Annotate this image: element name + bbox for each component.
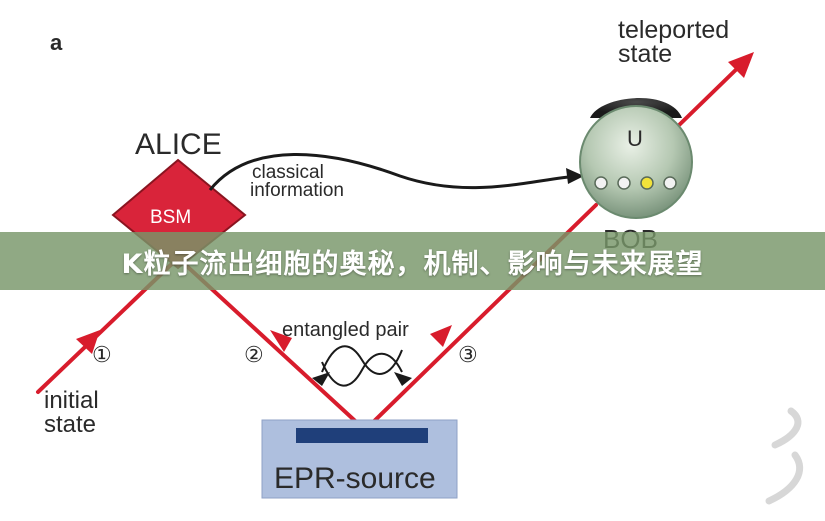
- photon-marker-2: ②: [244, 342, 264, 367]
- initial-line1: initial: [44, 387, 99, 414]
- teleported-line1: teleported: [618, 16, 729, 44]
- entangled-arrow-left: [312, 372, 330, 386]
- bob-detector-1: [594, 176, 608, 190]
- epr-source-label: EPR-source: [274, 462, 436, 495]
- teleported-line2: state: [618, 40, 672, 68]
- arrow-photon-2: [270, 330, 292, 352]
- initial-line2: state: [44, 411, 96, 438]
- classical-channel-arrow: [566, 168, 584, 184]
- beam-arrowheads: [76, 52, 754, 354]
- bob-detector-3: [640, 176, 654, 190]
- arrow-photon-3: [430, 325, 452, 347]
- entangled-wave: [321, 345, 403, 387]
- photon-marker-3: ③: [458, 342, 478, 367]
- arrow-teleported: [728, 52, 754, 78]
- arrow-initial: [76, 330, 100, 354]
- entangled-arrow-right: [394, 372, 412, 386]
- bob-operator-label: U: [627, 126, 643, 151]
- classical-line1: classical: [252, 162, 324, 183]
- title-banner: K粒子流出细胞的奥秘，机制、影响与未来展望: [0, 232, 825, 290]
- photon-marker-1: ①: [92, 342, 112, 367]
- entangled-pair-label: entangled pair: [282, 319, 409, 341]
- banner-title: K粒子流出细胞的奥秘，机制、影响与未来展望: [121, 248, 704, 280]
- bsm-label: BSM: [150, 207, 191, 228]
- bob-station: U BOB: [579, 98, 693, 254]
- classical-line2: information: [250, 180, 344, 201]
- classical-channel-line: [208, 153, 579, 191]
- figure-label: a: [50, 30, 63, 55]
- watermark-logo-icon: [765, 407, 804, 505]
- bob-detector-2: [617, 176, 631, 190]
- bob-detector-4: [663, 176, 677, 190]
- epr-source-crystal: [296, 428, 428, 443]
- alice-label: ALICE: [135, 128, 222, 161]
- bob-sphere: [579, 105, 693, 219]
